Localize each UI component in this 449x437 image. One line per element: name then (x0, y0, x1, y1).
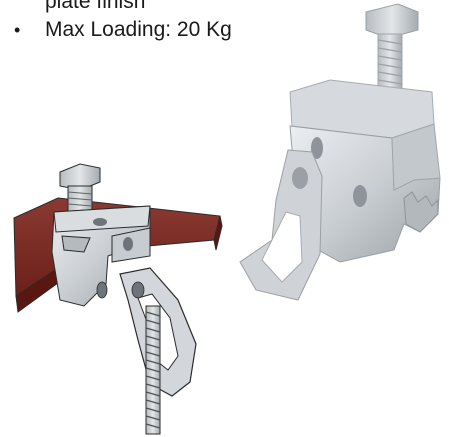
spec-item-text: Max Loading: 20 Kg (45, 18, 232, 41)
spec-item-finish-continued: plate finish (14, 0, 314, 16)
bullet-dot: • (14, 20, 21, 40)
spec-item-max-loading: • Max Loading: 20 Kg (14, 16, 314, 44)
installed-clamp-drawing (13, 163, 223, 435)
spec-bullet-list: plate finish • Max Loading: 20 Kg (14, 0, 314, 44)
spec-item-text: plate finish (45, 0, 146, 13)
product-photo-clamp (239, 3, 441, 301)
